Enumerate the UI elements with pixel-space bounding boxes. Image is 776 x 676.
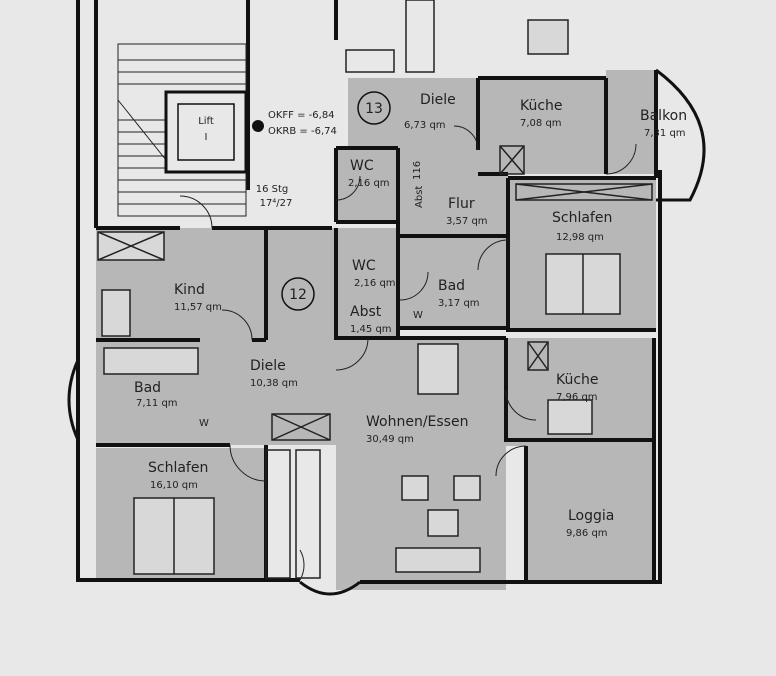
bay-window xyxy=(299,580,361,596)
room-name-wc13: WC xyxy=(350,158,374,174)
room-name-kind: Kind xyxy=(174,282,205,298)
room-area-schlafen12: 16,10 qm xyxy=(150,480,198,491)
unit-number-12: 12 xyxy=(289,287,307,303)
furniture xyxy=(97,19,621,575)
bath-bay-window xyxy=(67,359,80,441)
room-name-schlafen12: Schlafen xyxy=(148,460,208,476)
room-name-kueche13: Küche xyxy=(520,98,563,114)
room-name-abst: Abst xyxy=(350,304,382,320)
lift-number: I xyxy=(205,132,208,143)
room-area-balkon: 7,31 qm xyxy=(644,128,686,139)
abst-vertical-label: Abst xyxy=(414,186,425,208)
room-area-abst: 1,45 qm xyxy=(350,324,392,335)
room-area-kind: 11,57 qm xyxy=(174,302,222,313)
room-area-diele12: 10,38 qm xyxy=(250,378,298,389)
room-name-bad12: Bad xyxy=(134,380,161,396)
room-area-kueche13: 7,08 qm xyxy=(520,118,562,129)
stairs-count: 16 Stg xyxy=(256,184,289,195)
room-area-wohnen: 30,49 qm xyxy=(366,434,414,445)
room-name-loggia: Loggia xyxy=(568,508,614,524)
stairs-ratio: 17⁴/27 xyxy=(260,198,293,209)
lift xyxy=(164,90,248,174)
room-labels: Diele 6,73 qm Küche 7,08 qm Balkon 7,31 … xyxy=(134,92,687,539)
unit-number-13: 13 xyxy=(365,101,383,117)
room-name-balkon: Balkon xyxy=(640,108,687,124)
room-name-wc12: WC xyxy=(352,258,376,274)
room-name-wohnen: Wohnen/Essen xyxy=(366,414,468,430)
shafts xyxy=(265,0,653,579)
room-area-kueche12: 7,96 qm xyxy=(556,392,598,403)
unit-circle-13 xyxy=(357,91,391,125)
room-name-schlafen13: Schlafen xyxy=(552,210,612,226)
walls xyxy=(76,0,662,584)
room-name-bad13: Bad xyxy=(438,278,465,294)
okrb-label: OKRB = -6,74 xyxy=(268,126,337,137)
room-area-schlafen13: 12,98 qm xyxy=(556,232,604,243)
room-area-loggia: 9,86 qm xyxy=(566,528,608,539)
staircase xyxy=(117,43,247,217)
room-name-flur: Flur xyxy=(448,196,475,212)
unit-circle-12 xyxy=(281,277,315,311)
door-swings xyxy=(179,125,637,581)
room-area-wc13: 2,16 qm xyxy=(348,178,390,189)
lift-label: Lift xyxy=(198,116,214,127)
room-area-bad12: 7,11 qm xyxy=(136,398,178,409)
abst-width: 116 xyxy=(412,161,423,180)
balcony-bay xyxy=(655,68,706,202)
room-area-diele13: 6,73 qm xyxy=(404,120,446,131)
okff-label: OKFF = -6,84 xyxy=(268,110,335,121)
room-name-diele13: Diele xyxy=(420,92,456,108)
room-name-kueche12: Küche xyxy=(556,372,599,388)
room-name-diele12: Diele xyxy=(250,358,286,374)
room-area-flur: 3,57 qm xyxy=(446,216,488,227)
level-marker-icon xyxy=(252,120,264,132)
room-area-bad13: 3,17 qm xyxy=(438,298,480,309)
w-label-bad12: W xyxy=(199,418,209,429)
w-label-bad13: W xyxy=(413,310,423,321)
room-area-wc12: 2,16 qm xyxy=(354,278,396,289)
